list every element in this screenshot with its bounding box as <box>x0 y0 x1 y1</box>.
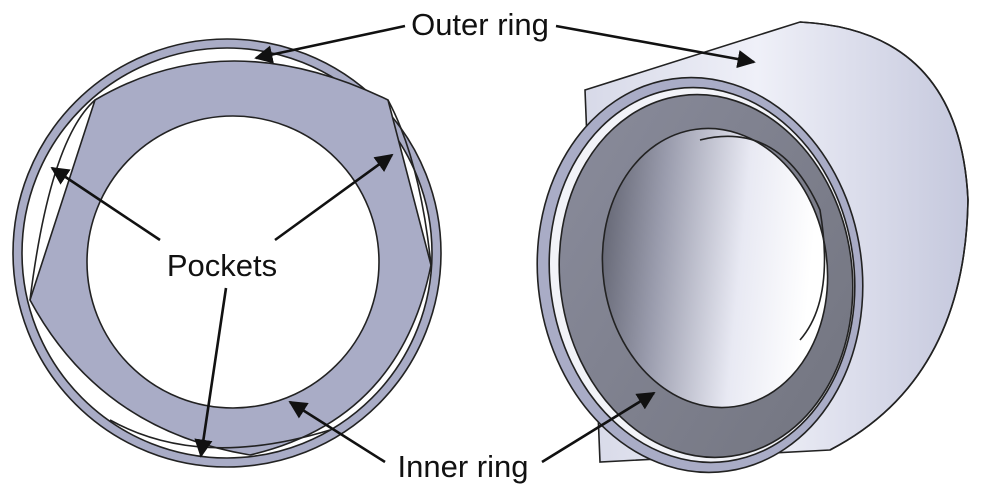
label-pockets: Pockets <box>167 248 277 283</box>
label-inner-ring: Inner ring <box>398 449 529 484</box>
isometric-bore <box>601 127 829 409</box>
isometric-view <box>536 21 969 474</box>
arrow-pockets-left <box>50 166 161 242</box>
arrow-outer-ring-left <box>254 24 406 64</box>
arrow-pockets-right <box>274 153 394 242</box>
arrow-inner-ring-right <box>541 391 656 464</box>
arrow-pockets-bottom <box>194 287 228 458</box>
arrow-inner-ring-left <box>288 400 386 464</box>
bore-far-edge <box>699 135 826 341</box>
cylinder-back-rim <box>799 21 969 451</box>
pocket-right <box>387 99 432 266</box>
front-view <box>12 38 442 468</box>
label-outer-ring: Outer ring <box>411 7 549 42</box>
bore-hole <box>86 115 380 409</box>
arrow-outer-ring-right <box>555 24 756 69</box>
